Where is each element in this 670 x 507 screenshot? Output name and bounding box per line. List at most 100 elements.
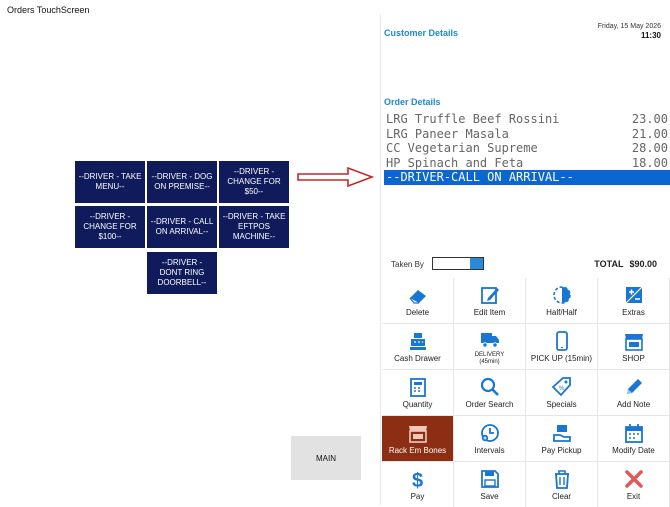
delete-button[interactable]: Delete	[382, 278, 453, 323]
order-row[interactable]: HP Spinach and Feta 18.00	[384, 156, 670, 171]
exit-button[interactable]: Exit	[598, 462, 669, 507]
arrow-right-icon	[297, 166, 375, 188]
driver-dog-on-premise-button[interactable]: --DRIVER - DOG ON PREMISE--	[147, 161, 217, 203]
taken-by-dropdown[interactable]	[432, 257, 484, 270]
pay-label: Pay	[410, 492, 425, 501]
total-value: $90.00	[629, 259, 657, 269]
total-display: TOTAL $90.00	[594, 259, 657, 269]
phone-icon	[555, 331, 568, 351]
save-button[interactable]: Save	[454, 462, 525, 507]
order-item-name: CC Vegetarian Supreme	[386, 141, 538, 155]
pay-button[interactable]: $ Pay	[382, 462, 453, 507]
time-text: 11:30	[640, 31, 661, 41]
quantity-button[interactable]: Quantity	[382, 370, 453, 415]
date-time: Friday, 15 May 2026 11:30	[598, 22, 661, 42]
driver-change-100-button[interactable]: --DRIVER - CHANGE FOR $100--	[75, 206, 145, 248]
order-panel: Friday, 15 May 2026 11:30 Customer Detai…	[380, 14, 670, 507]
date-text: Friday, 15 May 2026	[597, 23, 661, 30]
edit-item-label: Edit Item	[473, 308, 506, 317]
plus-minus-icon	[625, 286, 642, 304]
order-item-price: 23.00	[631, 112, 668, 126]
order-row[interactable]: LRG Paneer Masala 21.00	[384, 127, 670, 142]
dropdown-toggle[interactable]	[470, 258, 483, 269]
cash-drawer-label: Cash Drawer	[394, 354, 441, 363]
calculator-icon	[409, 378, 426, 397]
customer-details-title: Customer Details	[384, 28, 459, 38]
rack-em-bones-button[interactable]: Rack Em Bones	[382, 416, 453, 461]
order-list: LRG Truffle Beef Rossini 23.00 LRG Panee…	[384, 112, 670, 185]
truck-icon	[480, 332, 499, 348]
order-search-button[interactable]: Order Search	[454, 370, 525, 415]
order-item-price: 18.00	[631, 155, 668, 170]
eraser-icon	[409, 290, 426, 304]
shop-icon	[624, 334, 643, 351]
delivery-time-label: (45min)	[479, 358, 500, 365]
order-row-selected[interactable]: --DRIVER-CALL ON ARRIVAL--	[384, 170, 670, 185]
shop-button[interactable]: SHOP	[598, 324, 669, 369]
order-item-price: 28.00	[631, 141, 668, 155]
calendar-icon	[624, 424, 643, 443]
order-item-name: HP Spinach and Feta	[386, 155, 524, 170]
quantity-label: Quantity	[402, 400, 433, 409]
extras-button[interactable]: Extras	[598, 278, 669, 323]
dollar-icon: $	[412, 470, 423, 490]
order-search-label: Order Search	[465, 400, 514, 409]
cash-register-icon	[409, 333, 426, 350]
trash-icon	[554, 470, 569, 489]
specials-label: Specials	[546, 400, 577, 409]
order-item-name: --DRIVER-CALL ON ARRIVAL--	[386, 170, 574, 184]
pay-pickup-button[interactable]: Pay Pickup	[526, 416, 597, 461]
total-label: TOTAL	[594, 259, 624, 269]
delivery-button[interactable]: DELIVERY (45min)	[454, 324, 525, 369]
rack-em-bones-label: Rack Em Bones	[388, 446, 447, 455]
action-grid: Delete Edit Item Half/Half Extras Cash D…	[382, 278, 670, 507]
save-icon	[480, 470, 499, 488]
order-item-name: LRG Truffle Beef Rossini	[386, 112, 560, 126]
pay-pickup-label: Pay Pickup	[541, 446, 582, 455]
add-note-button[interactable]: Add Note	[598, 370, 669, 415]
tag-icon: %	[551, 377, 571, 397]
delete-label: Delete	[405, 308, 430, 317]
save-label: Save	[480, 492, 499, 501]
clock-plus-icon	[480, 424, 499, 442]
order-details-title: Order Details	[384, 97, 441, 107]
store-icon	[408, 426, 427, 443]
svg-text:%: %	[559, 386, 565, 392]
cash-drawer-button[interactable]: Cash Drawer	[382, 324, 453, 369]
add-note-label: Add Note	[616, 400, 651, 409]
shop-label: SHOP	[622, 354, 645, 363]
specials-button[interactable]: % Specials	[526, 370, 597, 415]
window-title: Orders TouchScreen	[7, 5, 90, 15]
half-circle-icon	[552, 286, 571, 304]
edit-item-button[interactable]: Edit Item	[454, 278, 525, 323]
driver-dont-ring-doorbell-button[interactable]: --DRIVER - DONT RING DOORBELL--	[147, 252, 217, 294]
driver-take-eftpos-button[interactable]: --DRIVER - TAKE EFTPOS MACHINE--	[219, 206, 289, 248]
close-icon	[624, 470, 643, 488]
taken-by-label: Taken By	[391, 260, 424, 269]
pencil-icon	[626, 379, 642, 394]
modify-date-label: Modify Date	[612, 446, 655, 455]
exit-label: Exit	[626, 492, 641, 501]
hand-money-icon	[552, 425, 571, 442]
modify-date-button[interactable]: Modify Date	[598, 416, 669, 461]
extras-label: Extras	[622, 308, 645, 317]
delivery-label: DELIVERY	[474, 351, 505, 358]
svg-text:$: $	[412, 470, 423, 490]
main-button[interactable]: MAIN	[291, 436, 361, 480]
driver-call-on-arrival-button[interactable]: --DRIVER - CALL ON ARRIVAL--	[147, 206, 217, 248]
edit-icon	[480, 287, 499, 304]
pick-up-button[interactable]: PICK UP (15min)	[526, 324, 597, 369]
order-item-name: LRG Paneer Masala	[386, 126, 509, 141]
intervals-label: Intervals	[474, 446, 505, 455]
half-half-button[interactable]: Half/Half	[526, 278, 597, 323]
clear-label: Clear	[551, 492, 572, 501]
clear-button[interactable]: Clear	[526, 462, 597, 507]
pick-up-label: PICK UP (15min)	[530, 354, 593, 363]
order-row[interactable]: CC Vegetarian Supreme 28.00	[384, 141, 670, 156]
driver-change-50-button[interactable]: --DRIVER - CHANGE FOR $50--	[219, 161, 289, 203]
search-icon	[480, 377, 499, 396]
order-item-price: 21.00	[631, 126, 668, 141]
driver-take-menu-button[interactable]: --DRIVER - TAKE MENU--	[75, 161, 145, 203]
order-row[interactable]: LRG Truffle Beef Rossini 23.00	[384, 112, 670, 127]
intervals-button[interactable]: Intervals	[454, 416, 525, 461]
